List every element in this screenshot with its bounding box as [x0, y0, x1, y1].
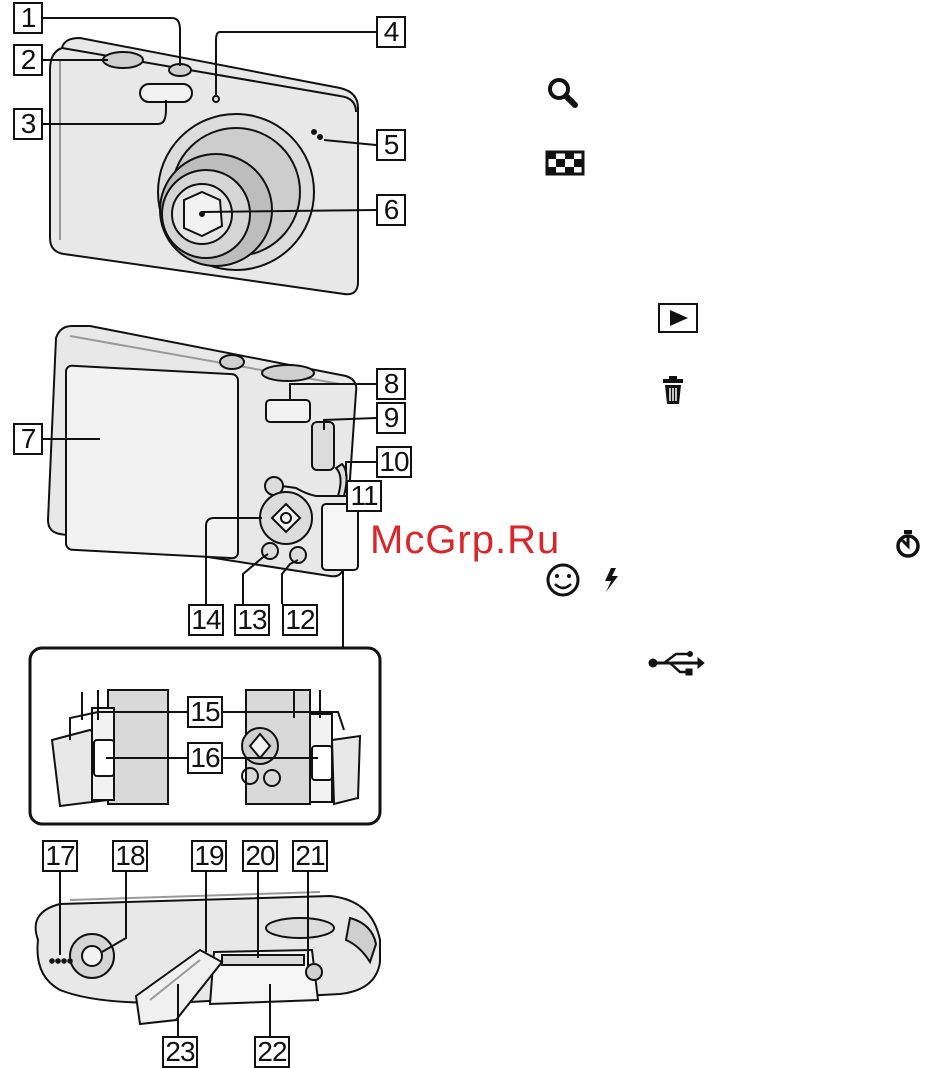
callout-1: 1 — [13, 2, 43, 34]
playback-icon — [659, 304, 697, 332]
callout-11: 11 — [346, 480, 382, 512]
delete-trash-icon — [663, 376, 683, 404]
callout-9: 9 — [376, 402, 406, 434]
callout-22: 22 — [254, 1036, 290, 1068]
callout-23: 23 — [162, 1036, 198, 1068]
callout-4: 4 — [376, 16, 406, 48]
callout-17: 17 — [42, 840, 78, 872]
camera-back-view — [48, 326, 358, 576]
callout-20: 20 — [242, 840, 278, 872]
callout-7: 7 — [13, 423, 43, 455]
callout-15: 15 — [187, 696, 223, 728]
zoom-magnifier-icon — [550, 80, 575, 105]
callout-21: 21 — [292, 840, 328, 872]
callout-13: 13 — [234, 604, 270, 636]
watermark-text: McGrp.Ru — [370, 518, 560, 563]
callout-18: 18 — [112, 840, 148, 872]
callout-16: 16 — [187, 742, 223, 774]
callout-10: 10 — [376, 446, 412, 478]
callout-19: 19 — [191, 840, 227, 872]
self-timer-icon — [898, 530, 918, 556]
smile-face-icon — [548, 565, 578, 595]
camera-bottom-view — [36, 892, 380, 1024]
callout-12: 12 — [282, 604, 318, 636]
callout-2: 2 — [13, 44, 43, 76]
callout-6: 6 — [376, 194, 406, 226]
callout-3: 3 — [13, 108, 43, 140]
flash-icon — [605, 568, 618, 592]
callout-8: 8 — [376, 368, 406, 400]
callout-5: 5 — [376, 129, 406, 161]
camera-front-view — [50, 38, 358, 294]
callout-14: 14 — [188, 604, 224, 636]
usb-icon — [649, 652, 704, 676]
index-grid-icon — [547, 152, 583, 174]
